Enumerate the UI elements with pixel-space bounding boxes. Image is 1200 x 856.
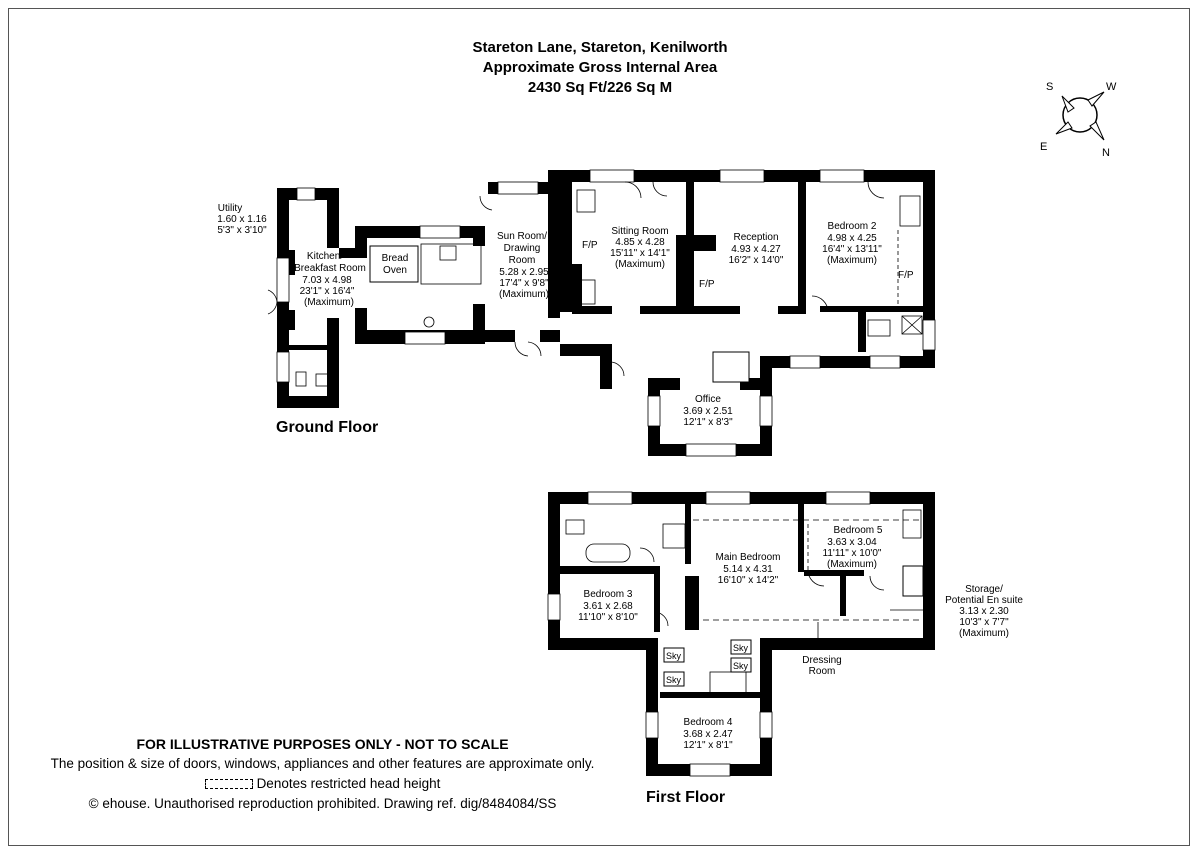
skylight-label-4: Sky bbox=[666, 675, 682, 685]
restricted-height-legend: Denotes restricted head height bbox=[0, 776, 645, 791]
fireplace-label-reception: F/P bbox=[699, 279, 715, 290]
kitchen-metric: 7.03 x 4.98 bbox=[302, 275, 352, 286]
dressing-room-name-1: Dressing bbox=[802, 655, 841, 666]
ground-room-labels: Utility 1.60 x 1.16 5'3" x 3'10" Kitchen… bbox=[217, 203, 914, 428]
reception-imperial: 16'2" x 14'0" bbox=[729, 255, 784, 266]
dressing-room-name-2: Room bbox=[809, 666, 836, 677]
sunroom-name-1: Sun Room/ bbox=[497, 231, 547, 242]
fireplace-label-sitting: F/P bbox=[582, 240, 598, 251]
restricted-height-icon bbox=[204, 779, 253, 790]
bedroom2-imperial: 16'4" x 13'11" bbox=[822, 244, 882, 255]
bread-oven-name-1: Bread bbox=[382, 253, 409, 264]
sitting-room-imperial: 15'11" x 14'1" bbox=[610, 248, 670, 259]
address-title: Stareton Lane, Stareton, Kenilworth bbox=[472, 39, 728, 56]
first-floor-label: First Floor bbox=[646, 789, 726, 806]
ground-floor-label: Ground Floor bbox=[276, 419, 379, 436]
storage-imperial: 10'3" x 7'7" bbox=[959, 617, 1009, 628]
office-name: Office bbox=[695, 394, 721, 405]
bedroom2-metric: 4.98 x 4.25 bbox=[827, 233, 877, 244]
bedroom2-note: (Maximum) bbox=[827, 255, 877, 266]
first-floor-windows bbox=[547, 491, 871, 777]
utility-name: Utility bbox=[218, 203, 242, 214]
kitchen-note: (Maximum) bbox=[304, 297, 354, 308]
bedroom3-name: Bedroom 3 bbox=[584, 589, 633, 600]
compass-s-label: S bbox=[1046, 81, 1053, 93]
first-room-labels: Bedroom 3 3.61 x 2.68 11'10" x 8'10" Mai… bbox=[578, 525, 1023, 751]
utility-metric: 1.60 x 1.16 bbox=[217, 214, 267, 225]
bedroom2-name: Bedroom 2 bbox=[828, 221, 877, 232]
page-border bbox=[8, 8, 1190, 846]
disclaimer-text: FOR ILLUSTRATIVE PURPOSES ONLY - NOT TO … bbox=[136, 736, 509, 752]
sunroom-imperial: 17'4" x 9'8" bbox=[499, 278, 549, 289]
office-imperial: 12'1" x 8'3" bbox=[683, 417, 733, 428]
compass-n-label: N bbox=[1102, 147, 1110, 159]
compass-e-label: E bbox=[1040, 141, 1047, 153]
skylight-markers: Sky Sky Sky Sky bbox=[663, 639, 752, 687]
bedroom5-metric: 3.63 x 3.04 bbox=[827, 537, 877, 548]
sitting-room-note: (Maximum) bbox=[615, 259, 665, 270]
compass-icon: S W E N bbox=[1040, 81, 1117, 159]
position-note-text: The position & size of doors, windows, a… bbox=[50, 756, 595, 771]
storage-metric: 3.13 x 2.30 bbox=[959, 606, 1009, 617]
ground-floor-plan bbox=[277, 170, 935, 456]
bedroom5-imperial: 11'11" x 10'0" bbox=[823, 548, 882, 559]
sitting-room-name: Sitting Room bbox=[611, 226, 668, 237]
sunroom-metric: 5.28 x 2.95 bbox=[499, 267, 549, 278]
area-subtitle: Approximate Gross Internal Area bbox=[482, 59, 718, 76]
skylight-icon bbox=[663, 671, 685, 687]
reception-metric: 4.93 x 4.27 bbox=[731, 244, 781, 255]
ground-floor-windows bbox=[276, 169, 936, 457]
skylight-label-3: Sky bbox=[733, 661, 749, 671]
storage-note: (Maximum) bbox=[959, 628, 1009, 639]
compass-w-label: W bbox=[1106, 81, 1117, 93]
bedroom5-name: Bedroom 5 bbox=[834, 525, 883, 536]
bread-oven-name-2: Oven bbox=[383, 265, 407, 276]
fireplace-label-bedroom2: F/P bbox=[898, 270, 914, 281]
utility-imperial: 5'3" x 3'10" bbox=[217, 225, 267, 236]
ground-floor-fixtures bbox=[267, 181, 923, 387]
office-metric: 3.69 x 2.51 bbox=[683, 406, 733, 417]
skylight-label-2: Sky bbox=[733, 643, 749, 653]
bedroom4-imperial: 12'1" x 8'1" bbox=[683, 740, 733, 751]
sunroom-name-3: Room bbox=[509, 255, 536, 266]
sunroom-name-2: Drawing bbox=[504, 243, 541, 254]
main-bedroom-metric: 5.14 x 4.31 bbox=[723, 564, 773, 575]
bedroom3-metric: 3.61 x 2.68 bbox=[583, 601, 633, 612]
kitchen-name-1: Kitchen/ bbox=[307, 251, 343, 262]
skylight-icon bbox=[730, 657, 752, 673]
bedroom4-name: Bedroom 4 bbox=[684, 717, 733, 728]
main-bedroom-imperial: 16'10" x 14'2" bbox=[718, 575, 779, 586]
skylight-label-1: Sky bbox=[666, 651, 682, 661]
storage-name-2: Potential En suite bbox=[945, 595, 1023, 606]
sitting-room-metric: 4.85 x 4.28 bbox=[615, 237, 665, 248]
skylight-icon bbox=[663, 647, 685, 663]
copyright-text: © ehouse. Unauthorised reproduction proh… bbox=[88, 796, 557, 811]
skylight-icon bbox=[730, 639, 752, 655]
bedroom5-note: (Maximum) bbox=[827, 559, 877, 570]
bread-oven-box bbox=[369, 245, 419, 283]
storage-name-1: Storage/ bbox=[965, 584, 1003, 595]
first-floor-fixtures bbox=[565, 509, 923, 695]
reception-name: Reception bbox=[733, 232, 778, 243]
sunroom-note: (Maximum) bbox=[499, 289, 549, 300]
kitchen-name-2: Breakfast Room bbox=[294, 263, 366, 274]
restricted-height-text: Denotes restricted head height bbox=[256, 776, 441, 791]
area-figures: 2430 Sq Ft/226 Sq M bbox=[527, 79, 673, 96]
kitchen-imperial: 23'1" x 16'4" bbox=[300, 286, 355, 297]
bedroom3-imperial: 11'10" x 8'10" bbox=[578, 612, 638, 623]
main-bedroom-name: Main Bedroom bbox=[715, 552, 780, 563]
bedroom4-metric: 3.68 x 2.47 bbox=[683, 729, 733, 740]
